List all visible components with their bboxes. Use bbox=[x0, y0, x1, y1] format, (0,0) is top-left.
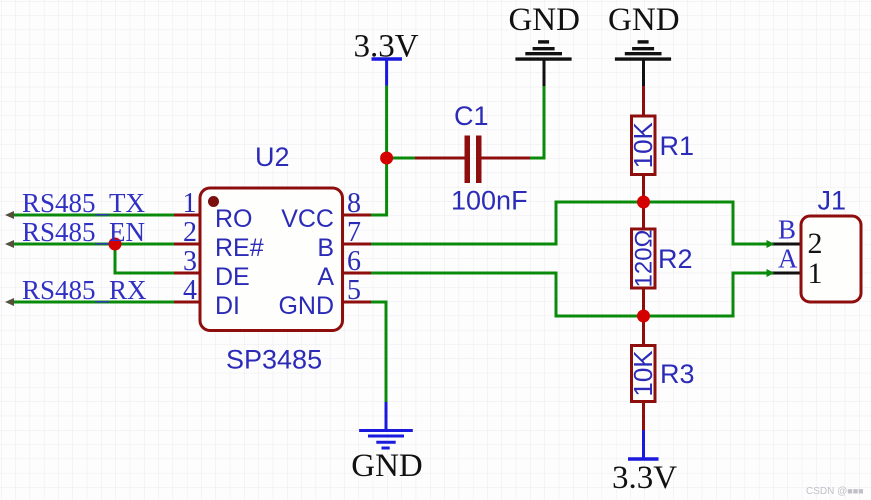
svg-text:R3: R3 bbox=[660, 359, 695, 389]
svg-text:7: 7 bbox=[347, 217, 361, 248]
svg-text:RS485_EN: RS485_EN bbox=[22, 217, 145, 247]
svg-text:6: 6 bbox=[347, 246, 361, 277]
svg-text:GND: GND bbox=[278, 292, 334, 320]
svg-text:J1: J1 bbox=[818, 186, 847, 216]
svg-text:DI: DI bbox=[215, 292, 240, 320]
svg-text:RS485_RX: RS485_RX bbox=[22, 275, 147, 305]
svg-text:U2: U2 bbox=[255, 142, 290, 172]
svg-text:VCC: VCC bbox=[281, 205, 334, 233]
svg-text:CSDN @■■■: CSDN @■■■ bbox=[806, 486, 864, 497]
svg-text:3.3V: 3.3V bbox=[612, 460, 677, 496]
svg-text:SP3485: SP3485 bbox=[226, 345, 322, 375]
svg-text:RO: RO bbox=[215, 205, 253, 233]
svg-text:5: 5 bbox=[347, 275, 361, 306]
svg-text:C1: C1 bbox=[454, 101, 489, 131]
svg-text:GND: GND bbox=[351, 448, 423, 484]
svg-text:B: B bbox=[317, 234, 334, 262]
svg-text:4: 4 bbox=[183, 275, 197, 306]
svg-text:A: A bbox=[317, 263, 334, 291]
svg-text:R1: R1 bbox=[660, 131, 695, 161]
svg-text:RE#: RE# bbox=[215, 234, 264, 262]
svg-text:8: 8 bbox=[347, 188, 361, 219]
svg-text:GND: GND bbox=[508, 2, 580, 38]
svg-text:100nF: 100nF bbox=[451, 186, 528, 216]
svg-text:2: 2 bbox=[183, 217, 197, 248]
svg-text:B: B bbox=[778, 215, 796, 245]
svg-text:GND: GND bbox=[608, 2, 680, 38]
svg-text:RS485_TX: RS485_TX bbox=[22, 188, 146, 218]
svg-text:2: 2 bbox=[808, 227, 823, 260]
svg-text:120Ω: 120Ω bbox=[631, 230, 658, 288]
svg-text:3.3V: 3.3V bbox=[353, 29, 418, 65]
svg-text:10K: 10K bbox=[628, 350, 658, 397]
svg-text:1: 1 bbox=[183, 188, 197, 219]
svg-text:A: A bbox=[778, 244, 798, 274]
svg-text:10K: 10K bbox=[628, 121, 658, 168]
svg-text:R2: R2 bbox=[658, 244, 693, 274]
svg-text:3: 3 bbox=[183, 246, 197, 277]
svg-text:DE: DE bbox=[215, 263, 250, 291]
svg-text:1: 1 bbox=[808, 257, 823, 290]
